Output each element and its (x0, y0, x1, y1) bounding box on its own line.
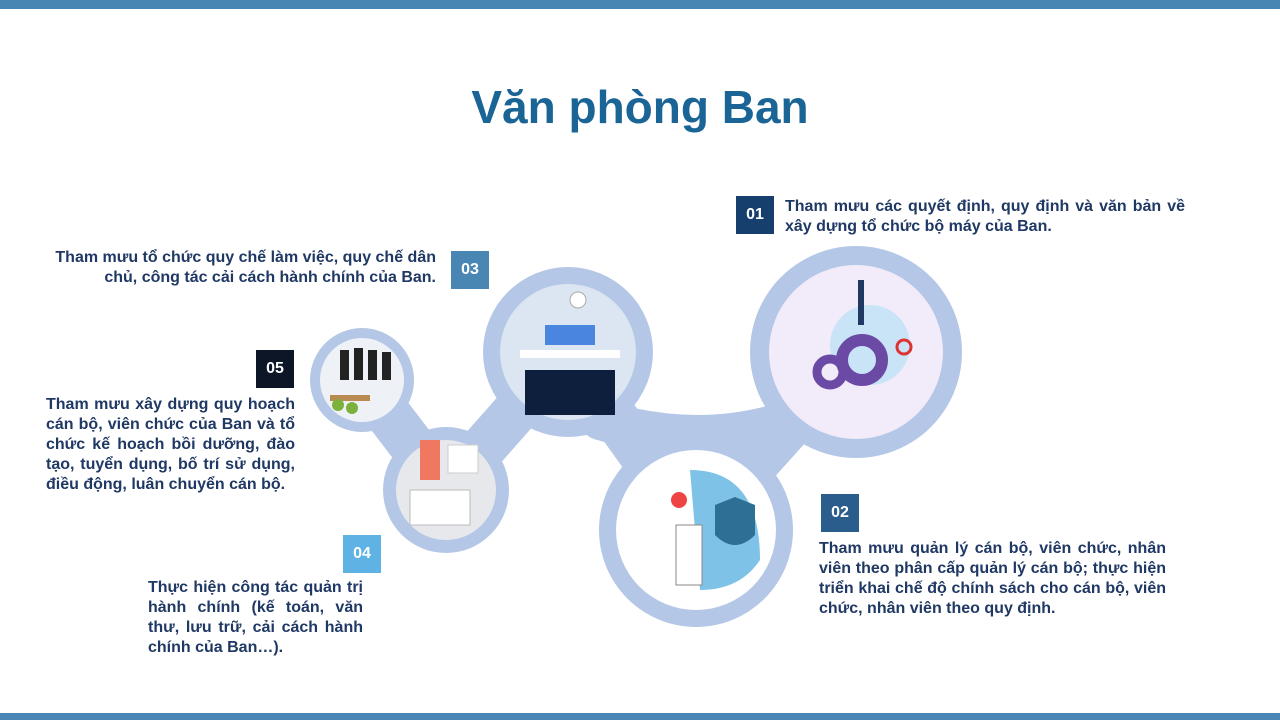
number-badge-01: 01 (736, 196, 774, 234)
item-text-05: Tham mưu xây dựng quy hoạch cán bộ, viên… (46, 396, 295, 493)
people-figures (330, 348, 391, 414)
item-text-01: Tham mưu các quyết định, quy định và văn… (785, 198, 1185, 235)
item-text-02: Tham mưu quản lý cán bộ, viên chức, nhân… (819, 540, 1166, 617)
page-title: Văn phòng Ban (471, 81, 809, 133)
bottom-bar (0, 713, 1280, 720)
number-badge-04: 04 (343, 535, 381, 573)
number-badge-05: 05 (256, 350, 294, 388)
item-text-03: Tham mưu tổ chức quy chế làm việc, quy c… (55, 249, 436, 286)
top-bar (0, 0, 1280, 9)
item-text-04: Thực hiện công tác quản trị hành chính (… (148, 579, 363, 656)
number-badge-02: 02 (821, 494, 859, 532)
number-badge-03: 03 (451, 251, 489, 289)
